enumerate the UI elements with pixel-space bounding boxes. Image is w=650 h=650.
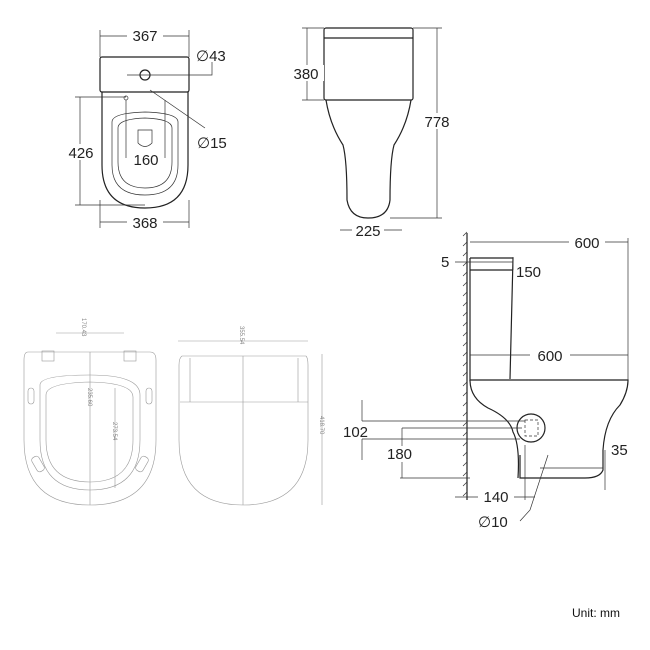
dim-hole-15: ∅15: [197, 135, 227, 152]
dim-hole-43: ∅43: [196, 48, 226, 65]
dim-wall-gap: 5: [441, 254, 449, 271]
dim-bowl-depth: 600: [537, 348, 562, 365]
dim-outlet-102: 102: [343, 424, 368, 441]
dim-foot-width: 225: [355, 223, 380, 240]
dim-hinge-spacing: 170.43: [80, 318, 86, 337]
dim-inner-length: 235.60: [86, 388, 92, 407]
dim-bowl-width: 368: [132, 215, 157, 232]
dim-tank-top: 150: [516, 264, 541, 281]
front-view: 380 778 225: [290, 27, 454, 240]
plan-view: 367 ∅43 426 ∅15 160 368: [64, 28, 227, 232]
dim-inner-width: 273.54: [111, 422, 117, 441]
side-view: 600 5 150 600 102 180 35 140 ∅10: [343, 231, 629, 531]
dim-lid-length: 418.70: [318, 416, 324, 435]
dim-tank-width: 367: [132, 28, 157, 45]
dim-fixing: ∅10: [478, 514, 508, 531]
dim-foot-offset: 35: [611, 442, 628, 459]
dim-total-height: 778: [424, 114, 449, 131]
seat-view: 170.43 235.60 273.54: [23, 318, 157, 506]
unit-label: Unit: mm: [572, 606, 620, 620]
dim-outlet-180: 180: [387, 446, 412, 463]
dim-hole-spacing: 160: [133, 152, 158, 169]
dim-tank-height: 380: [293, 66, 318, 83]
dim-lid-width: 355.54: [238, 326, 244, 345]
dim-outlet-distance: 140: [483, 489, 508, 506]
dim-total-depth: 600: [574, 235, 599, 252]
lid-view: 355.54 418.70: [178, 326, 324, 506]
dim-depth: 426: [68, 145, 93, 162]
